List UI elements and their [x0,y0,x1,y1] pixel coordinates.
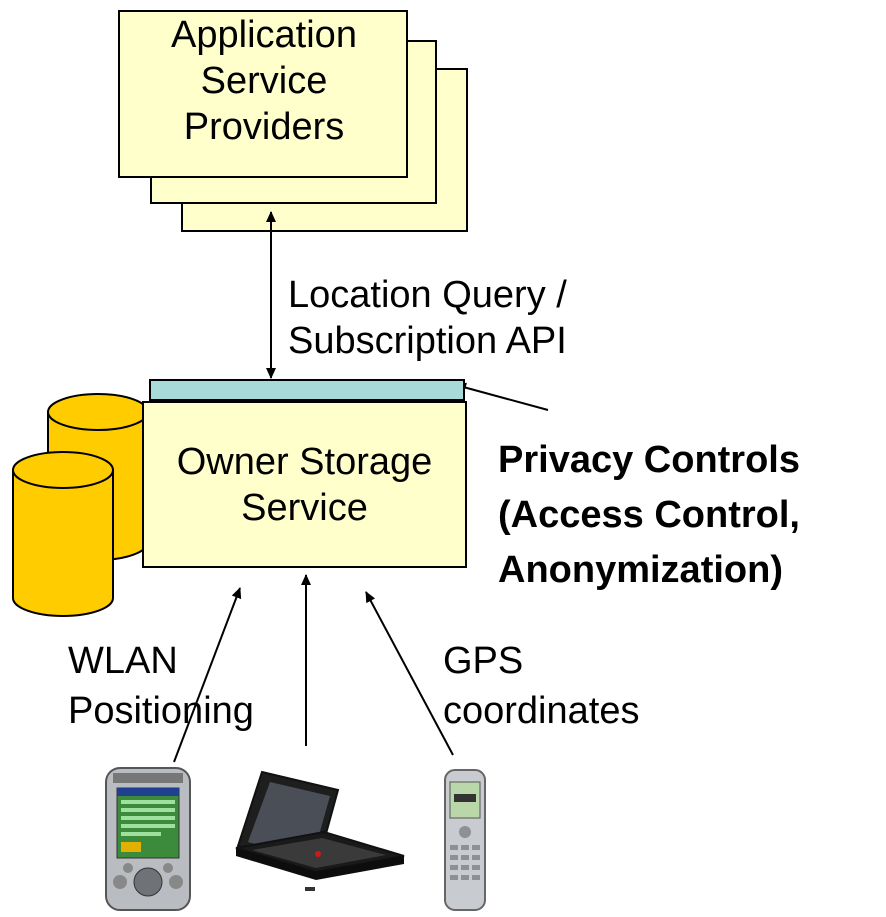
laptop-icon [235,770,405,891]
gps-label-text: GPS coordinates [443,640,640,732]
storage-label: Owner Storage Service [176,441,433,529]
wlan-label: WLAN Positioning [68,636,308,736]
privacy-label: Privacy Controls (Access Control, Anonym… [498,433,800,598]
gps-arrow [365,591,454,756]
phone-icon [444,769,486,911]
database-icon-front [12,451,114,617]
privacy-line-1: Privacy Controls [498,439,800,481]
privacy-line-2: (Access Control, [498,494,800,536]
storage-box: Owner Storage Service [142,401,467,568]
provider-box-front [118,10,408,178]
providers-label: Application Service Providers [171,14,357,148]
api-label: Location Query / Subscription API [288,272,648,364]
privacy-line-3: Anonymization) [498,549,783,591]
privacy-arrow [455,382,549,411]
wlan-arrow [173,587,242,763]
gps-label: GPS coordinates [443,636,713,736]
wlan-label-text: WLAN Positioning [68,640,254,732]
api-label-text: Location Query / Subscription API [288,274,567,362]
api-bar [149,379,465,401]
pda-icon [105,767,191,911]
